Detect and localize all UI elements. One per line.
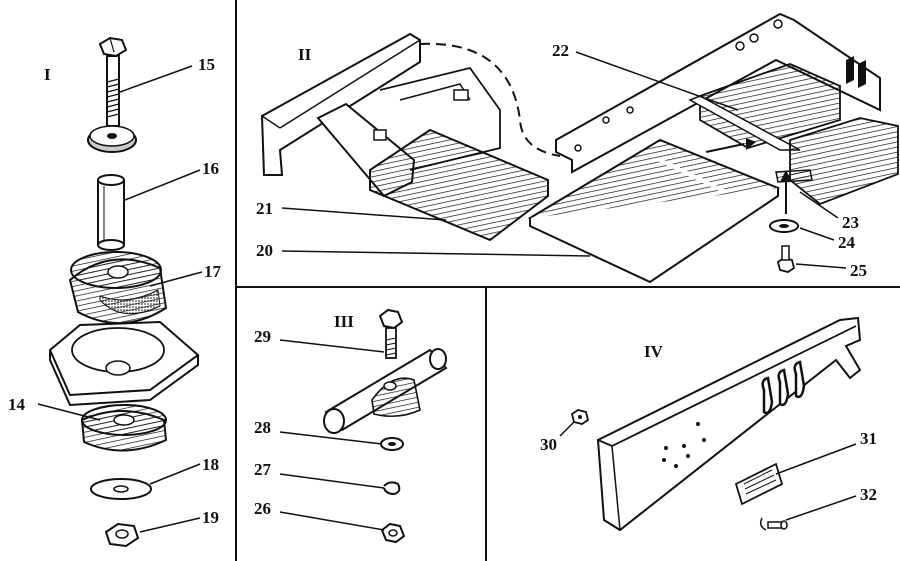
callout-17: 17 [204, 262, 222, 281]
callout-26: 26 [254, 499, 271, 518]
nut-part-19 [104, 522, 140, 548]
callout-22: 22 [552, 41, 569, 60]
section-label-IV: IV [644, 342, 664, 361]
callout-18: 18 [202, 455, 219, 474]
spring-washer-part-27 [383, 481, 401, 496]
callout-27: 27 [254, 460, 272, 479]
bolt-part-25 [776, 245, 796, 273]
washer-part-28 [380, 437, 404, 451]
callout-24: 24 [838, 233, 856, 252]
callout-25: 25 [850, 261, 867, 280]
panel-IV: 30 31 32 [540, 316, 877, 532]
long-bracket [596, 316, 862, 532]
bracket-plate [48, 320, 200, 407]
callout-20: 20 [256, 241, 273, 260]
cushion-part-17 [68, 251, 168, 324]
section-label-II: II [298, 45, 312, 64]
name-plate-part-31 [734, 462, 784, 506]
rivet-part-32 [759, 517, 788, 531]
callout-19: 19 [202, 508, 219, 527]
callout-32: 32 [860, 485, 877, 504]
callout-15: 15 [198, 55, 215, 74]
panel-I: 15 16 17 14 18 19 [8, 36, 222, 548]
nut-part-30 [570, 409, 590, 425]
panel-borders [235, 0, 900, 561]
sleeve-part-16 [97, 174, 125, 251]
right-frame-part-22 [555, 12, 899, 206]
assembly-arrows [705, 138, 792, 214]
section-label-III: III [334, 312, 354, 331]
callout-31: 31 [860, 429, 877, 448]
callout-14: 14 [8, 395, 26, 414]
bolt-part-29 [378, 308, 404, 359]
panel-III: 29 28 27 26 [254, 308, 448, 544]
callout-23: 23 [842, 213, 859, 232]
bolt-part-15 [87, 36, 137, 153]
cushion-part-14 [80, 404, 168, 452]
dashed-connector [419, 42, 561, 157]
panel-II: 21 20 22 23 24 25 [256, 12, 899, 284]
mat-part-20 [527, 138, 781, 284]
washer-part-18 [90, 478, 152, 500]
nut-part-26 [380, 522, 406, 544]
callout-16: 16 [202, 159, 219, 178]
callout-30: 30 [540, 435, 557, 454]
callout-28: 28 [254, 418, 271, 437]
mat-part-21 [369, 128, 549, 242]
callout-21: 21 [256, 199, 273, 218]
tube-assembly [323, 348, 448, 434]
washer-part-24 [769, 219, 799, 233]
callout-29: 29 [254, 327, 271, 346]
section-label-I: I [44, 65, 51, 84]
